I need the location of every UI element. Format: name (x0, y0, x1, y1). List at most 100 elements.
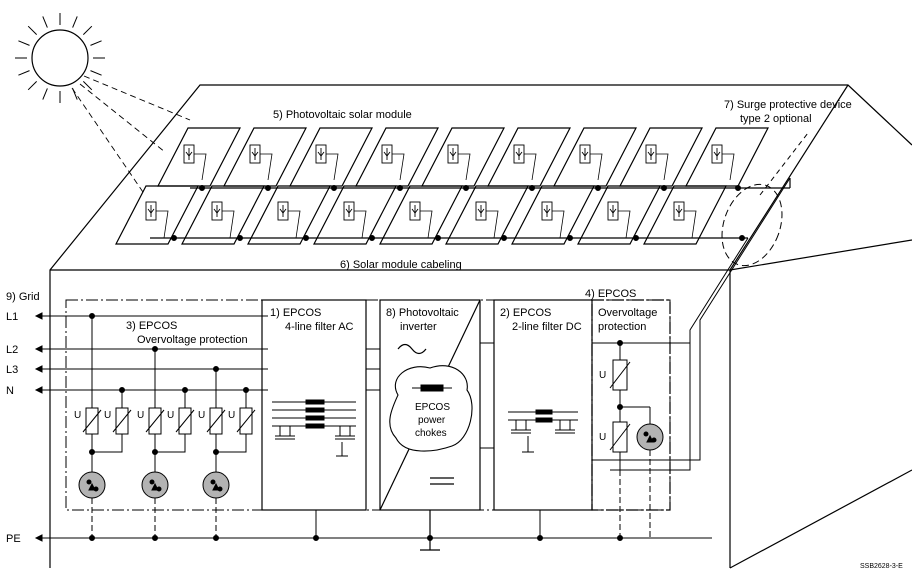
reference-code: SSB2628-3-E (860, 563, 903, 570)
solar-panel (181, 185, 265, 245)
filter-ac-circuit (272, 399, 356, 457)
junction-dot (152, 535, 158, 541)
arrester-arrow (88, 482, 96, 491)
panel-frame (379, 185, 463, 245)
l2-label: L2 (6, 344, 18, 356)
panel-frame (445, 185, 529, 245)
varistor-slash (112, 409, 132, 433)
panel-frame (181, 185, 265, 245)
junction-dot (237, 235, 243, 241)
panel-frame (511, 185, 595, 245)
junction-dot (661, 185, 667, 191)
varistor-slash (175, 409, 195, 433)
solar-panel (445, 185, 529, 245)
panel-wire (326, 153, 339, 181)
solar-panel (685, 127, 769, 187)
junction-dot (633, 235, 639, 241)
pe-junctions (313, 470, 623, 541)
solar-panel (157, 127, 241, 187)
panel-wire (288, 210, 301, 239)
panel-wire (552, 210, 565, 239)
panel-frame (157, 127, 241, 187)
grid-label: 9) Grid (6, 291, 40, 303)
cable-junctions (171, 185, 745, 241)
chokes-label: EPCOS (415, 402, 450, 413)
filter-ac-label-2: 4-line filter AC (285, 321, 354, 333)
panel-wire (524, 153, 537, 181)
diode-icon (383, 151, 391, 157)
varistor-u-label: U (137, 410, 144, 421)
choke-icon (305, 407, 325, 413)
panel-frame (421, 127, 505, 187)
varistor-u-label: U (74, 410, 81, 421)
diode-icon (477, 208, 485, 214)
dc-varistor-u-label-2: U (599, 432, 606, 443)
varistor-slash (236, 409, 256, 433)
panel-frame (487, 127, 571, 187)
varistor-u-label: U (198, 410, 205, 421)
panel-frame (115, 185, 199, 245)
sun-ray (27, 80, 38, 91)
choke-icon (305, 415, 325, 421)
dc-gas-arrester-icon (643, 431, 657, 443)
panel-wire (392, 153, 405, 181)
sun-ray (90, 40, 102, 46)
choke-icon (305, 399, 325, 405)
panel-frame (223, 127, 307, 187)
ac-ovp-label-2: Overvoltage protection (137, 334, 248, 346)
varistor-slash (82, 409, 102, 433)
wire (92, 434, 123, 453)
solar-panel (577, 185, 661, 245)
panel-frame (685, 127, 769, 187)
chokes-label-3: chokes (415, 428, 447, 439)
solar-panel (115, 185, 199, 245)
panel-wire (156, 210, 169, 239)
arrester-dot (86, 479, 92, 485)
diode-icon (317, 151, 325, 157)
junction-dot (397, 185, 403, 191)
sun-icon (15, 13, 105, 103)
sun-ray (82, 80, 93, 91)
varistor-u-label: U (167, 410, 174, 421)
sun-ray (72, 16, 78, 28)
l1-label: L1 (6, 311, 18, 323)
panel-frame (355, 127, 439, 187)
junction-dot (369, 235, 375, 241)
inverter-label: 8) Photovoltaic (386, 307, 459, 319)
diode-icon (449, 151, 457, 157)
panel-wire (486, 210, 499, 239)
panel-wire (722, 153, 735, 181)
panel-wire (656, 153, 669, 181)
inverter-to-dcfilter-links (480, 342, 494, 449)
pe-verticals (315, 510, 541, 538)
solar-module-array (115, 127, 769, 245)
solar-panel (223, 127, 307, 187)
solar-panel (511, 185, 595, 245)
solar-panel (247, 185, 331, 245)
wire (216, 434, 247, 453)
house-outline (49, 84, 912, 569)
panel-frame (643, 185, 727, 245)
panel-wire (420, 210, 433, 239)
solar-panel (355, 127, 439, 187)
solar-panel (379, 185, 463, 245)
filter-to-inverter-links (366, 348, 380, 391)
ac-ovp-label: 3) EPCOS (126, 320, 177, 332)
dc-symbol-icon (430, 477, 454, 485)
filter-ac-label: 1) EPCOS (270, 307, 321, 319)
junction-dot (529, 185, 535, 191)
n-label: N (6, 385, 14, 397)
diode-icon (279, 208, 287, 214)
solar-panel (619, 127, 703, 187)
dc-ovp-label: 4) EPCOS (585, 288, 636, 300)
solar-panel (553, 127, 637, 187)
junction-dot (595, 185, 601, 191)
junction-dot (171, 235, 177, 241)
panel-wire (684, 210, 697, 239)
diode-icon (675, 208, 683, 214)
sun-ray (42, 16, 48, 28)
cabeling-label: 6) Solar module cabeling (340, 259, 462, 271)
junction-dot (435, 235, 441, 241)
panel-wire (354, 210, 367, 239)
